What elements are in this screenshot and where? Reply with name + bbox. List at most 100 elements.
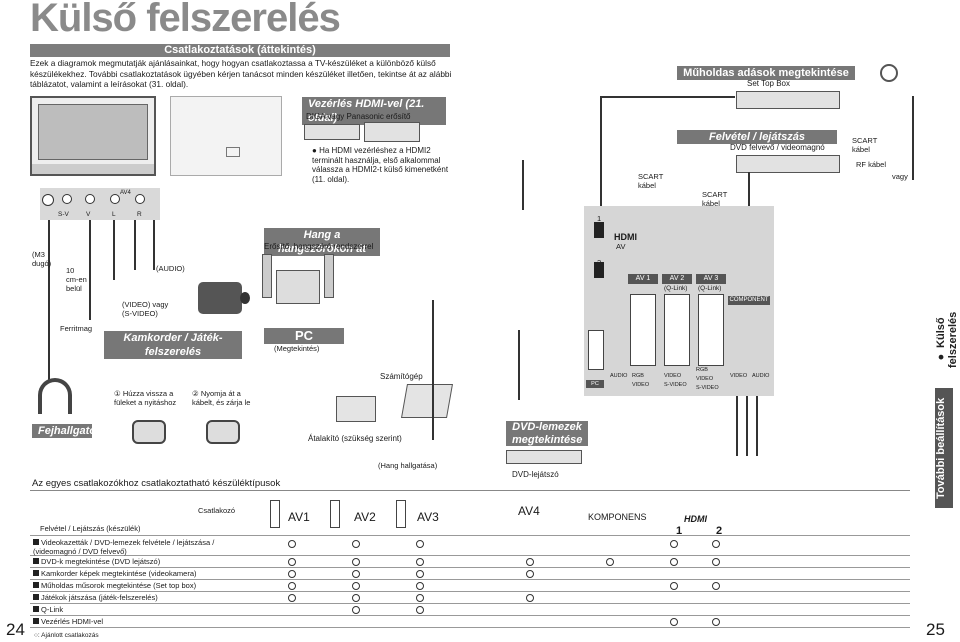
dvd-recorder-icon: [736, 155, 840, 173]
sv-label: S-V: [58, 211, 69, 218]
page-number-right: 25: [926, 620, 945, 639]
camcorder-header: Kamkorder / Játék-felszerelés: [104, 331, 242, 359]
table-corner-top: Csatlakozó: [198, 506, 236, 515]
record-header: Felvétel / lejátszás: [677, 130, 837, 144]
col-hdmi-2: 2: [716, 525, 723, 537]
table-top-rule: [30, 490, 910, 491]
hdmi-logo-panel: HDMI: [614, 232, 637, 242]
hdmi-control-header: Vezérlés HDMI-vel (21. oldal): [302, 97, 446, 125]
satellite-header: Műholdas adások megtekintése: [677, 66, 855, 80]
ferrite-label: Ferritmag: [60, 324, 93, 333]
col-av4: AV4: [518, 504, 540, 518]
hdmi-port-1[interactable]: [594, 222, 604, 238]
scart-cable-2: [748, 172, 750, 212]
hdmi-cable: [522, 160, 524, 210]
col-av3: AV3: [417, 510, 439, 524]
record-device: DVD felvevő / videomagnó: [730, 143, 825, 152]
scart-cable-1-top: [600, 96, 735, 98]
table-legend: ○: Ajánlott csatlakozás: [34, 632, 99, 639]
diga-device-icon: [304, 124, 360, 140]
audio-label: (AUDIO): [156, 264, 185, 273]
headphone-cable: [48, 220, 50, 380]
vga-adapter-icon: [336, 396, 376, 422]
pc-vga-port[interactable]: [588, 330, 604, 370]
scart-cable-1: [600, 96, 602, 206]
headphones-icon: [38, 378, 72, 414]
speakers-device: Erősítő, hangszóró rendszerrel: [264, 242, 374, 251]
table-row: Kamkorder képek megtekintése (videokamer…: [30, 568, 910, 580]
table-row: Videokazetták / DVD-lemezek felvétele / …: [30, 538, 910, 556]
pc-sub: (Megtekintés): [274, 344, 320, 353]
ferrite-step-2: ② Nyomja át a kábelt, és zárja le: [192, 389, 251, 407]
rgb-video-svideo-port-label: RGB VIDEO S-VIDEO: [696, 367, 719, 391]
av4-label: AV4: [120, 190, 131, 196]
or-label: vagy: [892, 172, 908, 181]
audio-l-jack[interactable]: [110, 194, 120, 204]
ferrite-step-1: ① Húzza vissza a füleket a nyitáshoz: [114, 389, 177, 407]
speaker-left-icon: [262, 254, 272, 298]
hdmi-control-note: ● Ha HDMI vezérléshez a HDMI2 terminált …: [312, 146, 449, 184]
scart-icon-av1: [270, 500, 280, 528]
table-row: DVD-k megtekintése (DVD lejátszó): [30, 556, 910, 568]
component-cable-3: [756, 396, 758, 456]
set-top-box-icon: [736, 91, 840, 109]
col-hdmi-1: 1: [676, 525, 683, 537]
computer-label: Számítógép: [380, 372, 423, 381]
svideo-cable: [89, 220, 91, 320]
av1-label: AV 1: [628, 274, 658, 284]
headphone-jack[interactable]: [42, 194, 54, 206]
table-corner-bottom: Felvétel / Lejátszás (készülék): [40, 524, 141, 533]
r-label: R: [137, 211, 142, 218]
audio-r-jack[interactable]: [135, 194, 145, 204]
video-jack[interactable]: [85, 194, 95, 204]
hdmi-port-2[interactable]: [594, 262, 604, 278]
dvd-device: DVD-lejátszó: [512, 470, 559, 479]
pc-port-label: PC: [586, 380, 604, 388]
av3-label: AV 3: [696, 274, 726, 284]
dvd-player-icon: [506, 450, 582, 464]
scart-icon-av3: [396, 500, 406, 528]
video-cable: [113, 220, 115, 280]
l-label: L: [112, 211, 116, 218]
v-label: V: [86, 211, 91, 218]
scart-icon-av2: [330, 500, 340, 528]
video-svideo-label: (VIDEO) vagy (S-VIDEO): [122, 300, 169, 318]
table-row: Műholdas műsorok megtekintése (Set top b…: [30, 580, 910, 592]
stereo-system-icon: [276, 270, 320, 304]
audio-cable-label: (Hang hallgatása): [378, 461, 438, 470]
amplifier-icon: [364, 122, 420, 142]
col-av2: AV2: [354, 510, 376, 524]
rgb-video-port-label: RGB VIDEO: [632, 373, 650, 388]
table-header-rule: [30, 535, 910, 536]
rf-cable: [912, 96, 914, 180]
scart-av2[interactable]: [664, 294, 690, 366]
laptop-icon: [401, 384, 453, 418]
ferrite-open-icon: [132, 420, 166, 444]
s-video-jack[interactable]: [62, 194, 72, 204]
component-label: COMPONENT: [728, 296, 770, 305]
scart-label-3: SCART kábel: [852, 136, 878, 154]
overview-header: Csatlakoztatások (áttekintés): [30, 44, 450, 57]
page-number-left: 24: [6, 620, 25, 639]
dvd-header: DVD-lemezek megtekintése: [506, 421, 588, 446]
av3-sub: (Q-Link): [698, 285, 722, 292]
pc-vga-cable: [518, 330, 520, 400]
camcorder-icon: [198, 282, 250, 314]
satellite-dish-icon: [880, 64, 898, 82]
audio-l-cable: [134, 220, 136, 270]
table-row: Játékok játszása (játék-felszerelés): [30, 592, 910, 604]
scart-av1[interactable]: [630, 294, 656, 366]
av-label: AV: [616, 242, 626, 251]
pc-header: PC: [264, 328, 344, 344]
ten-cm-label: 10 cm-en belül: [66, 266, 87, 293]
av2-label: AV 2: [662, 274, 692, 284]
table-row: Q-Link: [30, 604, 910, 616]
av2-sub: (Q-Link): [664, 285, 688, 292]
component-cable-2: [746, 396, 748, 456]
side-tab-current: ● Külső felszerelés: [935, 311, 959, 369]
m3-plug-label: (M3 dugó): [32, 250, 52, 268]
ferrite-close-icon: [206, 420, 240, 444]
scart-av3[interactable]: [698, 294, 724, 366]
audio-port-label-2: AUDIO: [752, 373, 770, 379]
video-svideo-port-label: VIDEO S-VIDEO: [664, 373, 687, 388]
